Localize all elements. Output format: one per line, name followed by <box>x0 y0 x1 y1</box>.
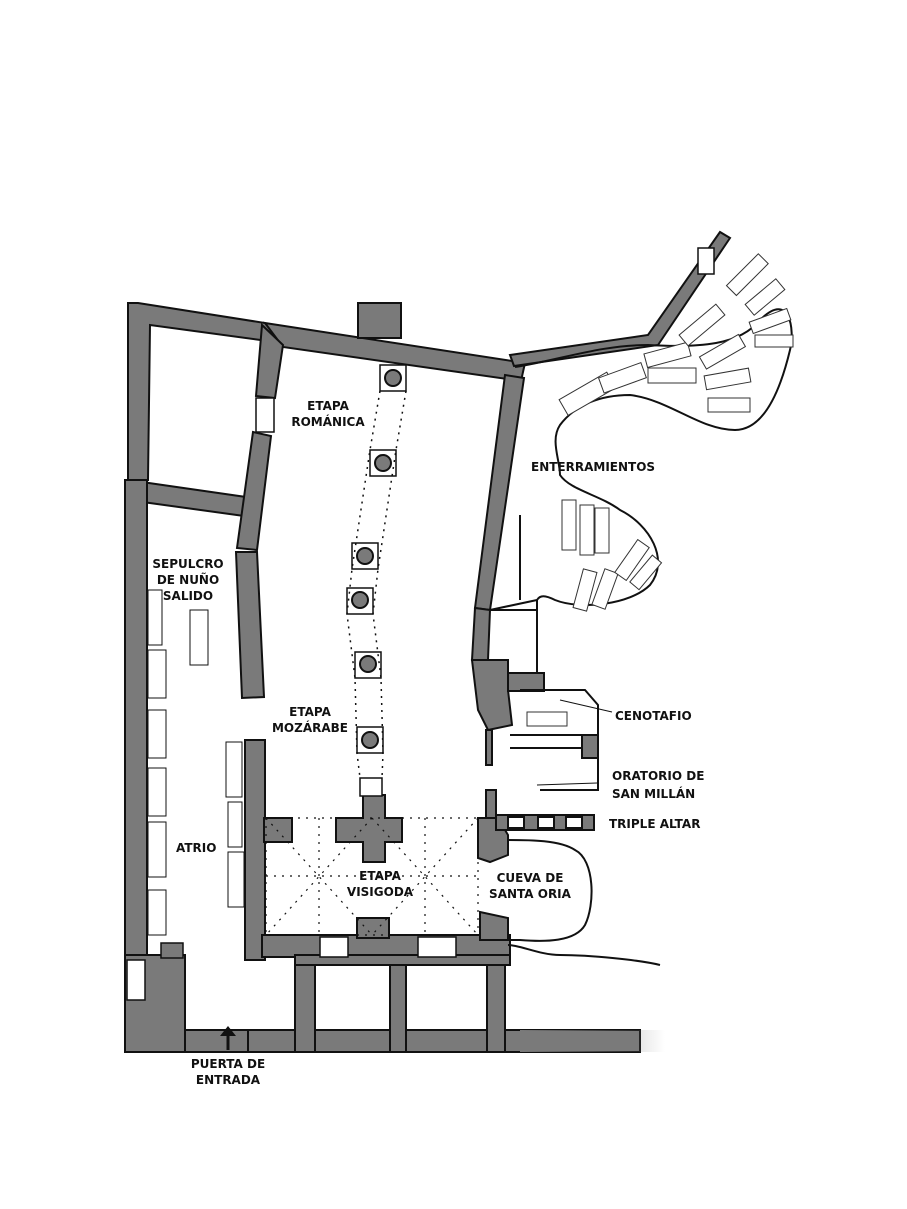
apse-block <box>357 302 402 339</box>
oratory-step <box>507 672 545 692</box>
foundation-col-1 <box>294 956 316 1053</box>
label-enterramientos: ENTERRAMIENTOS <box>531 460 656 474</box>
nave-dotted-lines <box>346 390 407 779</box>
west-nave-wall-lower <box>234 551 266 700</box>
foundation-col-3 <box>486 956 506 1053</box>
east-nave-wall <box>473 373 526 612</box>
atrium-tombs <box>147 589 245 936</box>
label-puerta: PUERTA DE ENTRADA <box>190 1057 266 1087</box>
west-nave-wall-upper <box>254 322 285 400</box>
opening-ne <box>697 247 715 275</box>
walls <box>124 230 732 1053</box>
foundation-col-2 <box>389 956 407 1053</box>
entrance-arrow-icon <box>220 1026 236 1050</box>
east-nave-wall-lower <box>470 606 492 661</box>
cemetery-tombs <box>526 253 794 727</box>
label-cenotafio: CENOTAFIO <box>615 709 692 723</box>
visigoth-west-pier <box>263 817 293 843</box>
label-atrio: ATRIO <box>176 841 217 855</box>
oratory-post-1 <box>485 729 493 766</box>
opening-s-1 <box>319 936 349 958</box>
west-nave-wall-middle <box>235 430 273 552</box>
label-triple-altar: TRIPLE ALTAR <box>609 817 701 831</box>
visigoth-vault-lines <box>265 817 479 936</box>
foundation-beam <box>294 954 511 966</box>
oratory-outline <box>520 689 599 791</box>
atrium-inner-wall <box>244 739 266 961</box>
central-pier-south <box>356 917 390 939</box>
northeast-wall <box>508 230 732 368</box>
atrium-sw-block <box>160 942 184 959</box>
cave-south-wall <box>479 910 509 941</box>
south-gate-pier-east <box>247 1029 299 1053</box>
oratory-post-2 <box>485 789 497 819</box>
label-etapa-mozarabe: ETAPA MOZÁRABE <box>271 705 348 735</box>
label-oratorio: ORATORIO DE SAN MILLÁN <box>612 769 705 801</box>
opening-s-2 <box>417 936 457 958</box>
cave-apse <box>507 944 661 966</box>
label-etapa-romanica: ETAPA ROMÁNICA <box>291 399 365 429</box>
oratory-east-niche <box>581 734 599 759</box>
nave-columns <box>346 364 407 797</box>
label-sepulcro: SEPULCRO DE NUÑO SALIDO <box>152 557 224 603</box>
opening-sw <box>126 959 146 1001</box>
openings <box>126 247 715 1001</box>
label-etapa-visigoda: ETAPA VISIGODA <box>346 869 414 899</box>
south-wall-fade <box>520 1030 665 1052</box>
oratory-west-wall <box>470 659 514 732</box>
label-cueva: CUEVA DE SANTA ORIA <box>489 871 571 901</box>
central-altar <box>335 794 403 863</box>
window-west-nave <box>255 397 275 433</box>
west-outer-wall <box>124 479 148 961</box>
cave-outline <box>507 839 593 942</box>
triple-altar <box>495 814 595 831</box>
